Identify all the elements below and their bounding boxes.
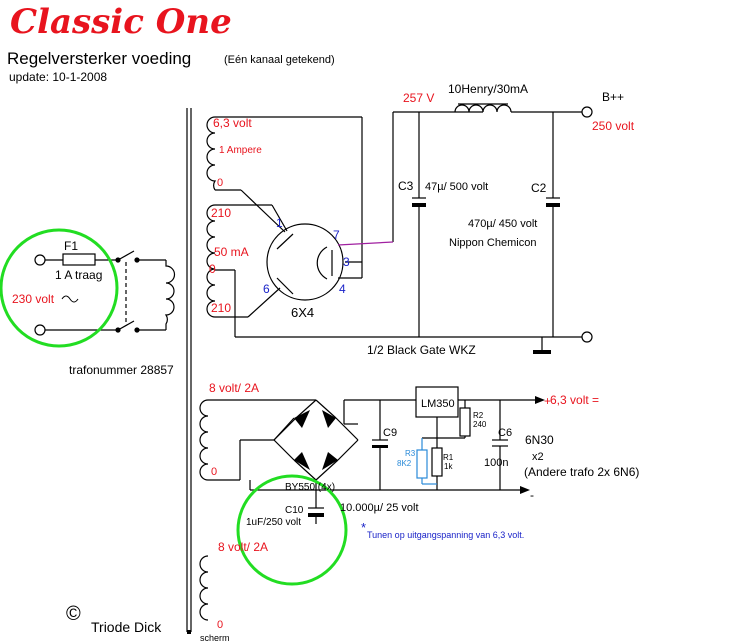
r2-label: R2 (473, 411, 484, 420)
choke-label: 10Henry/30mA (448, 82, 528, 96)
c2-brand: Nippon Chemicon (449, 237, 536, 249)
heater-winding-label: 6,3 volt (213, 116, 252, 130)
hv-210-top: 210 (211, 206, 231, 220)
bridge-label: BY550 (4x) (285, 482, 335, 493)
pin1-label: 1 (276, 216, 283, 230)
spare-zero-label: 0 (217, 619, 223, 631)
mains-voltage: 230 volt (12, 292, 55, 306)
fuse-rating: 1 A traag (55, 268, 102, 282)
bplus-voltage: 250 volt (592, 119, 635, 133)
r1-label: R1 (443, 453, 454, 462)
heater-zero-label: 0 (217, 177, 223, 189)
hv-current: 50 mA (214, 245, 249, 259)
c9-label: C9 (383, 427, 397, 439)
highlight-primary (0, 228, 119, 348)
c3-value: 47µ/ 500 volt (425, 181, 488, 193)
author: Triode Dick (91, 619, 162, 635)
subtitle: Regelversterker voeding (7, 49, 192, 68)
bplus-label: B++ (602, 90, 624, 104)
fuse-label: F1 (64, 239, 78, 253)
transformer-number: trafonummer 28857 (69, 363, 174, 377)
c9-value: 10.000µ/ 25 volt (340, 502, 419, 514)
ground-note: 1/2 Black Gate WKZ (367, 343, 476, 357)
pin4-label: 4 (339, 282, 346, 296)
output-minus: - (530, 488, 534, 502)
voltage-257: 257 V (403, 91, 434, 105)
r3-label: R3 (405, 449, 416, 458)
tube-6n30: 6N30 (525, 433, 554, 447)
tube-label: 6X4 (291, 305, 314, 320)
c3-label: C3 (398, 179, 414, 193)
c2-value: 470µ/ 450 volt (468, 218, 537, 230)
pin3-label: 3 (343, 255, 350, 269)
heater-current-label: 1 Ampere (219, 145, 262, 156)
regulator-label: LM350 (421, 398, 455, 410)
screen-label: scherm (200, 633, 230, 643)
c10-value: 1uF/250 volt (246, 517, 301, 528)
c6-value: 100n (484, 457, 508, 469)
c10-label: C10 (285, 505, 304, 516)
tune-asterisk: * (361, 520, 366, 535)
tune-note: Tunen op uitgangspanning van 6,3 volt. (367, 530, 524, 540)
other-trafo-note: (Andere trafo 2x 6N6) (524, 465, 639, 479)
output-plus: + (544, 394, 551, 408)
hv-210-bottom: 210 (211, 301, 231, 315)
c2-label: C2 (531, 181, 547, 195)
spare-winding-label: 8 volt/ 2A (218, 540, 268, 554)
highlight-c10 (236, 474, 348, 586)
page-title: Classic One (10, 2, 232, 42)
output-voltage: 6,3 volt = (550, 393, 599, 407)
copyright-icon: © (66, 603, 81, 625)
pin7-label: 7 (333, 228, 340, 242)
lv-winding-label: 8 volt/ 2A (209, 381, 259, 395)
update-date: update: 10-1-2008 (9, 70, 108, 84)
r3-value: 8K2 (397, 459, 412, 468)
r2-value: 240 (473, 420, 487, 429)
lv-zero-label: 0 (211, 466, 217, 478)
tube-count: x2 (532, 451, 544, 463)
ac-wave-icon (61, 295, 79, 303)
hv-zero: 0 (209, 262, 216, 276)
r1-value: 1k (444, 462, 453, 471)
c6-label: C6 (498, 427, 512, 439)
pin6-label: 6 (263, 282, 270, 296)
subtitle-note: (Eén kanaal getekend) (224, 54, 335, 66)
